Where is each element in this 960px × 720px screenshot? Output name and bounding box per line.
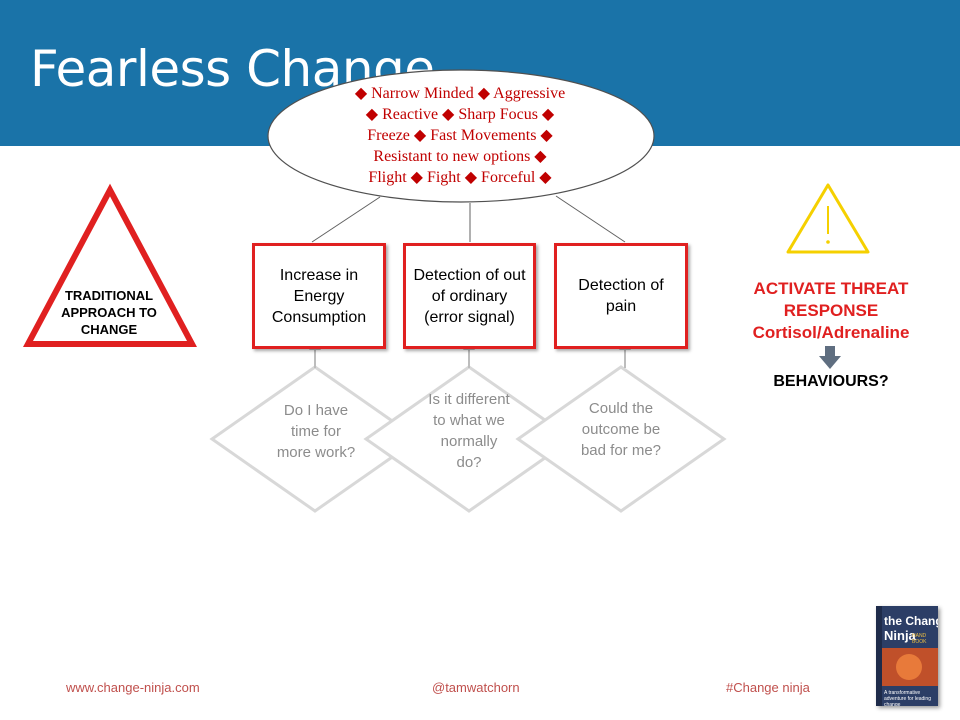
threat-response-text: ACTIVATE THREAT RESPONSE Cortisol/Adrena…	[726, 278, 936, 344]
book-spine	[876, 606, 882, 706]
threat-traits-ellipse	[267, 69, 655, 203]
diamond-shape-1	[209, 365, 421, 513]
warning-exclamation-icon	[786, 183, 870, 254]
diamond-text-3: Could the outcome be bad for me?	[580, 400, 662, 459]
footer-hashtag: #Change ninja	[726, 680, 810, 695]
box-error-signal: Detection of out of ordinary (error sign…	[403, 243, 536, 349]
book-title-line2: Ninja	[884, 628, 916, 643]
footer-handle-link[interactable]: @tamwatchorn	[432, 680, 520, 695]
box-label: Increase in Energy Consumption	[271, 266, 367, 326]
connector-line-right	[555, 195, 626, 243]
traditional-approach-label: TRADITIONAL APPROACH TO CHANGE	[61, 288, 157, 337]
warning-triangle-icon	[23, 183, 197, 347]
box-detection-pain: Detection of pain	[554, 243, 688, 349]
threat-line: ACTIVATE THREAT	[753, 279, 909, 298]
book-title-line1: the Change	[884, 614, 938, 628]
threat-trait-line: Resistant to new options ◆	[373, 148, 547, 165]
book-badge: HAND BOOK	[912, 633, 927, 645]
threat-line: RESPONSE	[783, 301, 879, 320]
threat-traits-text: ◆ Narrow Minded ◆ Aggressive ◆ Reactive …	[300, 83, 620, 188]
book-art-sun	[896, 654, 922, 680]
threat-trait-line: ◆ Reactive ◆ Sharp Focus ◆	[365, 106, 555, 123]
threat-trait-line: Freeze ◆ Fast Movements ◆	[367, 127, 553, 144]
threat-trait-line: ◆ Narrow Minded ◆ Aggressive	[354, 85, 566, 102]
connector-line-left	[311, 196, 381, 243]
diamond-shape-2	[363, 365, 575, 513]
diamond-shape-3	[515, 365, 727, 513]
box-energy-consumption: Increase in Energy Consumption	[252, 243, 386, 349]
footer-website-link[interactable]: www.change-ninja.com	[66, 680, 200, 695]
box-label: Detection of pain	[578, 277, 664, 315]
behaviours-label: BEHAVIOURS?	[773, 373, 889, 390]
threat-line: Cortisol/Adrenaline	[752, 323, 910, 342]
book-cover-image: the Change Ninja HAND BOOK A transformat…	[876, 606, 938, 706]
threat-trait-line: Flight ◆ Fight ◆ Forceful ◆	[368, 169, 552, 186]
down-arrow-icon	[819, 346, 841, 369]
box-label: Detection of out of ordinary (error sign…	[413, 266, 526, 326]
diamond-text-1: Do I have time for more work?	[276, 402, 356, 461]
book-subtitle: A transformative adventure for leading c…	[884, 690, 931, 706]
diamond-text-2: Is it different to what we normally do?	[428, 391, 510, 471]
